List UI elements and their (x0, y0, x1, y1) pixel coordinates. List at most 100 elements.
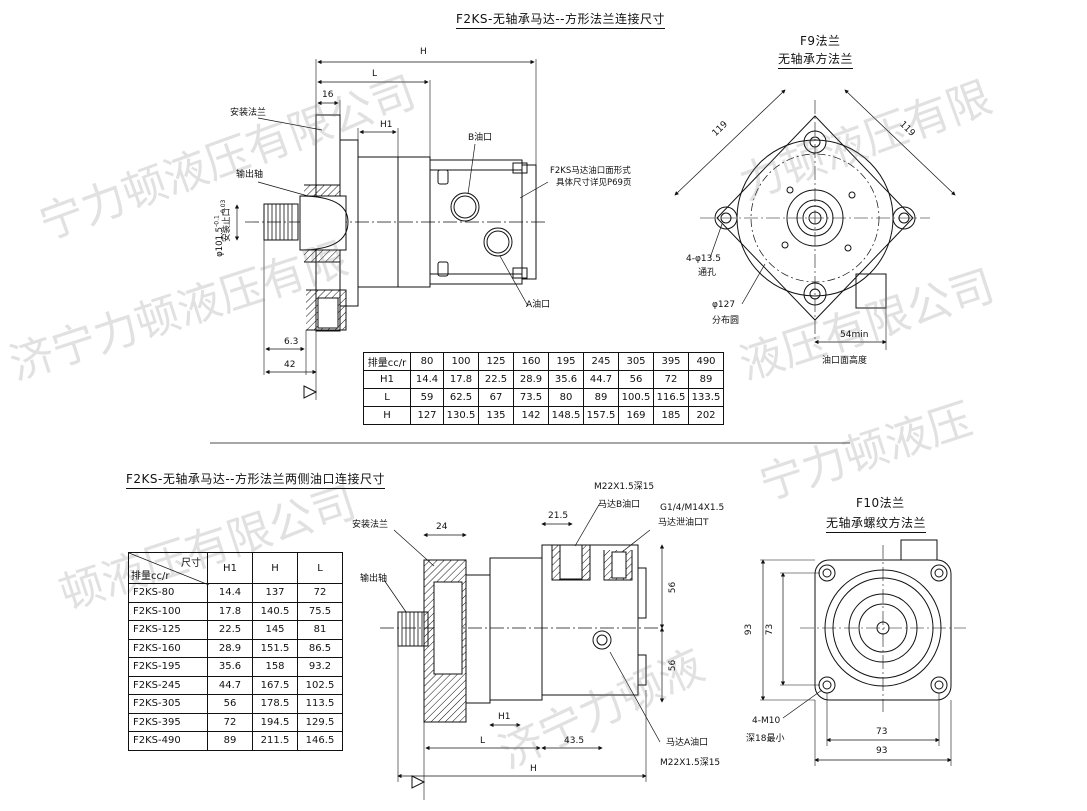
b-port-label: B油口 (468, 133, 493, 143)
table-cell: 81 (297, 620, 343, 640)
bottom-title: F2KS-无轴承马达--方形法兰两侧油口连接尺寸 (126, 470, 386, 489)
table-header-cell: H (252, 552, 298, 584)
table-header-cell: 305 (618, 352, 654, 371)
bottom-dim-H: H (530, 764, 537, 774)
table-cell: 14.4 (410, 370, 444, 389)
dim-56-lower: 56 (668, 659, 679, 672)
drain-port-name: 马达泄油口T (658, 518, 709, 528)
drain-thread-spec: G1/4/M14X1.5 (660, 503, 725, 513)
dim-42: 42 (284, 360, 296, 370)
install-flange-label: 安装法兰 (230, 108, 267, 118)
table-cell: 72 (207, 712, 253, 732)
table-cell: 28.9 (513, 370, 549, 389)
table-header-row: 尺寸 排量cc/r H1 H L (128, 552, 343, 585)
table-cell: 194.5 (252, 712, 298, 732)
table-cell: F2KS-195 (128, 657, 208, 677)
table-header-cell: 80 (410, 352, 444, 371)
table-cell: 202 (688, 406, 724, 425)
table-header-cell: 245 (583, 352, 619, 371)
port-note-line1: F2KS马达油口面形式 (550, 166, 631, 176)
table-cell: 135 (478, 406, 514, 425)
f10-subtitle: 无轴承螺纹方法兰 (826, 514, 927, 533)
pilot-tol-upper: -0.1 (213, 215, 221, 227)
top-title: F2KS-无轴承马达--方形法兰连接尺寸 (456, 10, 666, 29)
f9-pcd-note: 分布圆 (712, 316, 740, 326)
table-cell: 28.9 (207, 638, 253, 658)
f9-holes-note: 通孔 (698, 268, 717, 278)
table-cell: 140.5 (252, 601, 298, 621)
table-cell: 102.5 (297, 675, 343, 695)
output-shaft-label: 输出轴 (236, 170, 264, 180)
table-cell: 113.5 (297, 694, 343, 714)
table-cell: F2KS-80 (128, 583, 208, 603)
table-header-cell: 195 (548, 352, 584, 371)
f9-port-height-note: 油口面高度 (822, 356, 868, 366)
table-cell: 146.5 (297, 731, 343, 751)
bottom-output-shaft-label: 输出轴 (360, 574, 388, 584)
table-cell: F2KS-125 (128, 620, 208, 640)
f9-subtitle: 无轴承方法兰 (778, 50, 854, 69)
table-cell: 72 (297, 583, 343, 603)
bottom-motor-body (489, 557, 543, 701)
dim-L: L (372, 69, 378, 79)
table-cell: 127 (410, 406, 444, 425)
table-cell: 17.8 (207, 601, 253, 621)
table-header-cell: 490 (688, 352, 724, 371)
table-row: H 127 130.5 135 142 148.5 157.5 169 185 … (363, 406, 724, 425)
f9-flange-view (674, 89, 956, 350)
pilot-name: 安装止口 (222, 207, 233, 243)
f9-title: F9法兰 (800, 34, 841, 48)
diagonal-divider (129, 553, 209, 585)
table-cell: F2KS-395 (128, 712, 208, 732)
f10-holes: 4-M10 (752, 716, 781, 726)
dim-16: 16 (322, 90, 334, 100)
table-cell: F2KS-245 (128, 675, 208, 695)
table-cell: 89 (583, 388, 619, 407)
table-cell: 22.5 (207, 620, 253, 640)
table-cell: F2KS-490 (128, 731, 208, 751)
table-header-cell: 395 (653, 352, 689, 371)
table-cell: 17.8 (443, 370, 479, 389)
table-cell: 75.5 (297, 601, 343, 621)
table-cell: 59 (410, 388, 444, 407)
table-cell: 72 (653, 370, 689, 389)
table-cell: 67 (478, 388, 514, 407)
f9-port-height: 54min (840, 330, 869, 340)
table-cell: 56 (207, 694, 253, 714)
bottom-dim-L: L (480, 736, 486, 746)
table-header-cell: 125 (478, 352, 514, 371)
bottom-side-view (380, 502, 665, 800)
a-thread-spec: M22X1.5深15 (660, 758, 721, 768)
table-cell: 130.5 (443, 406, 479, 425)
table-cell: 100.5 (618, 388, 654, 407)
a-port-label: A油口 (526, 300, 551, 310)
table-cell: 151.5 (252, 638, 298, 658)
table-cell: F2KS-305 (128, 694, 208, 714)
header-disp-label: 排量cc/r (131, 571, 170, 582)
dim-43-5: 43.5 (564, 736, 585, 746)
table-cell: L (363, 388, 411, 407)
table-cell: F2KS-100 (128, 601, 208, 621)
a-port-name: 马达A油口 (666, 738, 709, 748)
f10-title: F10法兰 (856, 496, 905, 510)
port-note-line2: 具体尺寸详见P69页 (556, 178, 632, 188)
table-cell: 148.5 (548, 406, 584, 425)
table-cell: 44.7 (207, 675, 253, 695)
table-cell: 80 (548, 388, 584, 407)
spline-shaft (263, 203, 299, 241)
table-cell: 89 (688, 370, 724, 389)
dim-6-3: 6.3 (284, 337, 299, 347)
table-cell: 93.2 (297, 657, 343, 677)
b-thread-spec: M22X1.5深15 (594, 482, 655, 492)
table-cell: 14.4 (207, 583, 253, 603)
pilot-diameter-dim: φ101.5-0.1-0.03 安装止口 (196, 196, 236, 257)
table-cell: 44.7 (583, 370, 619, 389)
table-cell: 167.5 (252, 675, 298, 695)
table-cell: 56 (618, 370, 654, 389)
